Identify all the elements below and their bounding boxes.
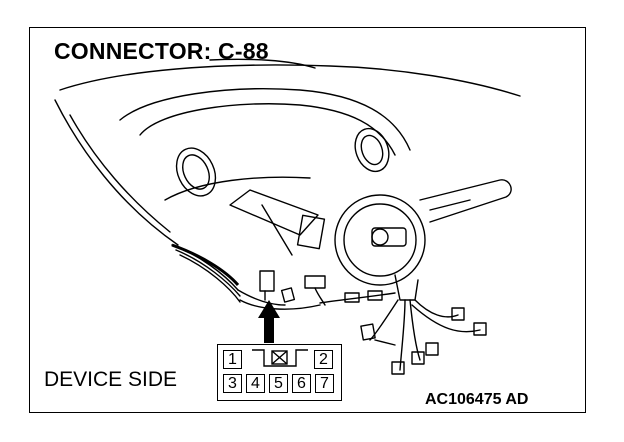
diagram-title: CONNECTOR: C-88 <box>54 38 269 64</box>
dashboard-lower <box>54 99 179 246</box>
pin-2: 2 <box>314 350 333 369</box>
connector-lock-icon <box>252 349 308 367</box>
diagram-frame <box>29 27 586 413</box>
pin-7: 7 <box>315 374 334 393</box>
cluster-hood <box>119 88 411 151</box>
connector-face: 1 2 3 4 5 6 7 <box>217 344 342 401</box>
pin-3: 3 <box>223 374 242 393</box>
device-side-label: DEVICE SIDE <box>44 368 178 391</box>
wiper-lever <box>229 189 319 236</box>
dashboard-outline <box>59 64 521 97</box>
clock-spring <box>334 194 426 286</box>
pin-1: 1 <box>223 350 242 369</box>
pointer-arrow <box>258 300 280 343</box>
figure-id: AC106475 AD <box>425 391 529 408</box>
pin-4: 4 <box>246 374 265 393</box>
target-connector <box>259 270 275 292</box>
pin-6: 6 <box>292 374 311 393</box>
gauge-right <box>354 127 390 173</box>
gauge-left <box>175 147 217 197</box>
pin-5: 5 <box>269 374 288 393</box>
light-lever <box>419 179 512 223</box>
